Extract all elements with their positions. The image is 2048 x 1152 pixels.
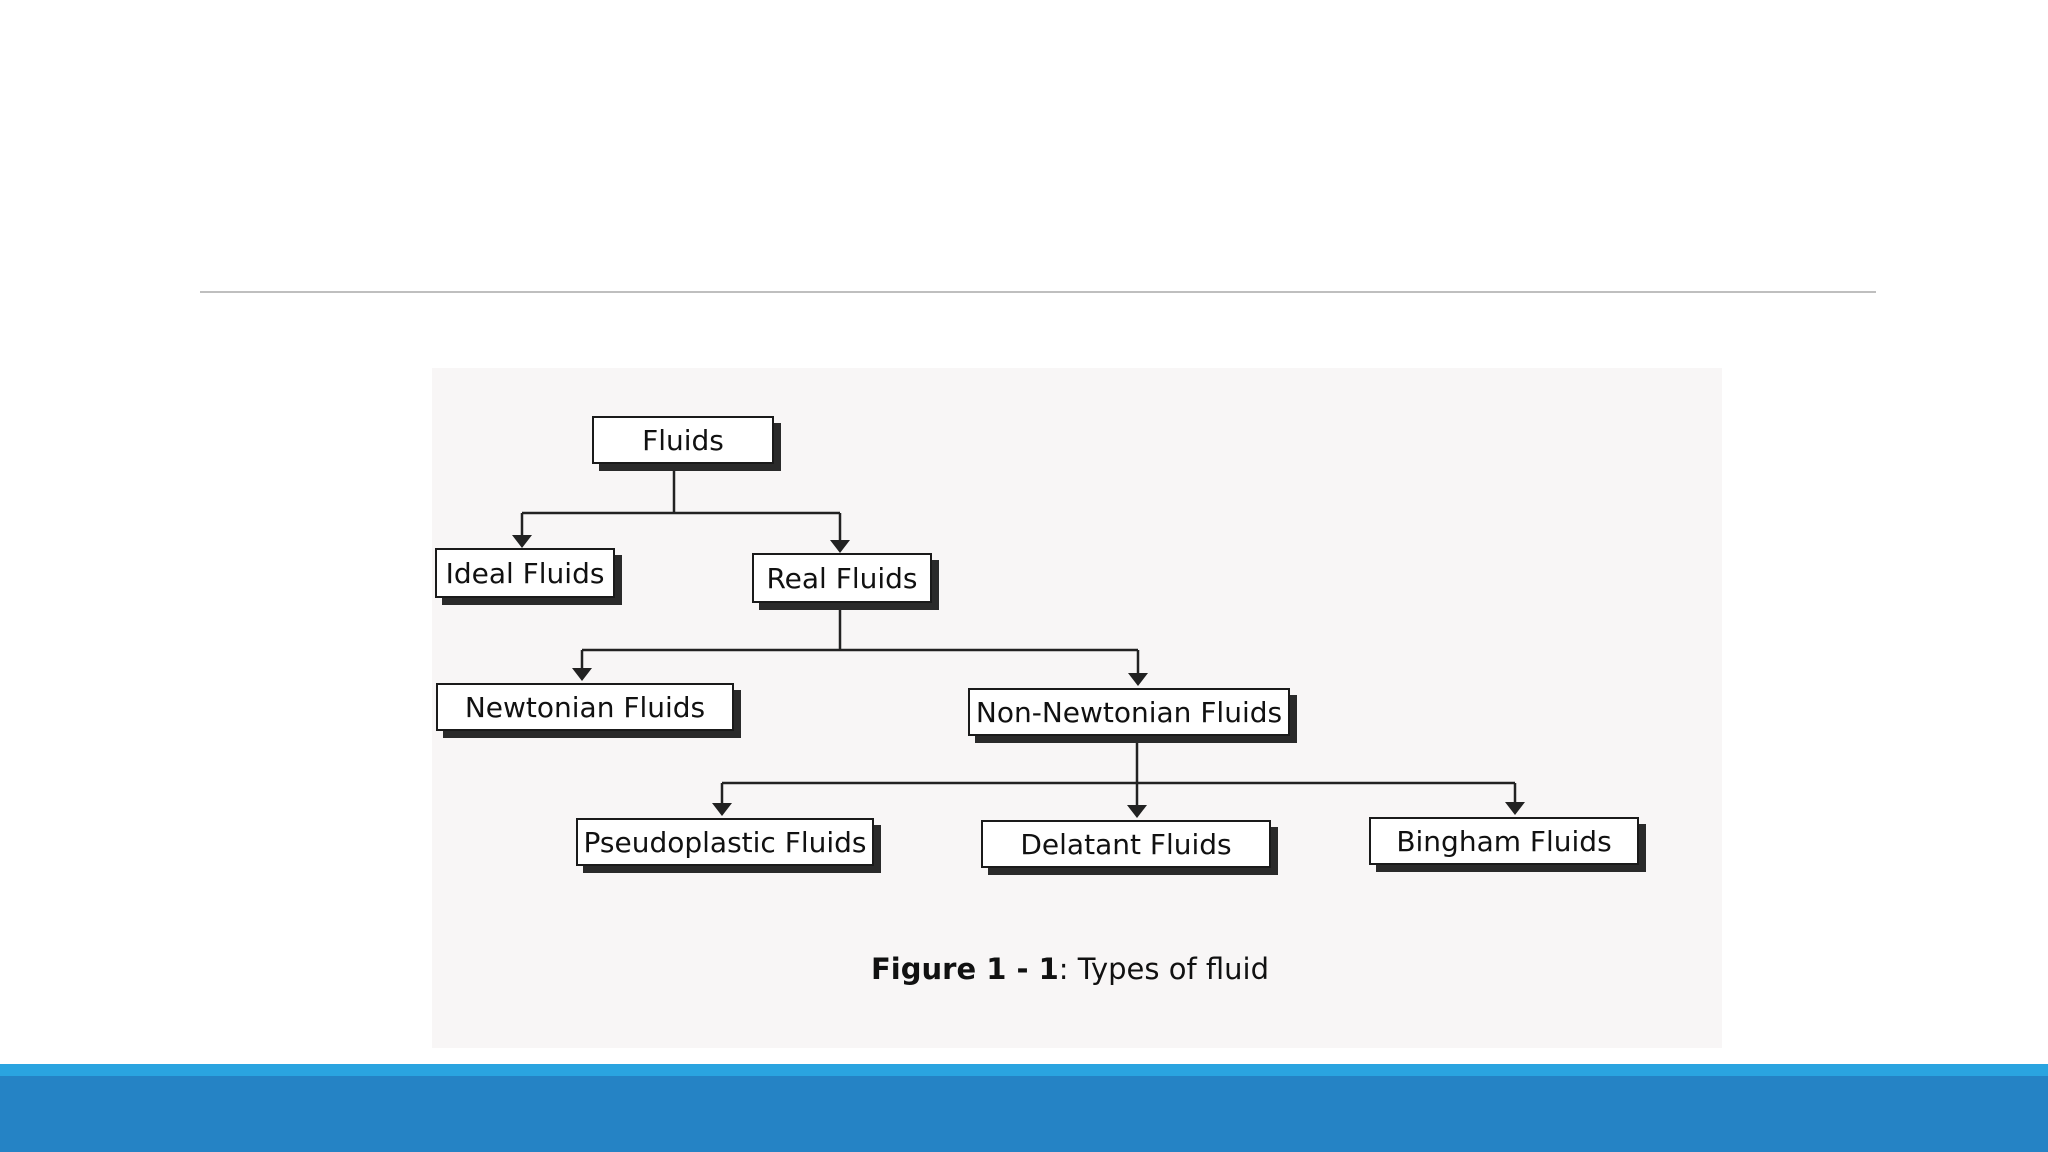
- figure-caption: Figure 1 - 1: Types of fluid: [0, 952, 2048, 986]
- footer-accent-highlight: [0, 1064, 2048, 1076]
- node-non-newtonian-fluids: Non-Newtonian Fluids: [968, 688, 1290, 736]
- node-newtonian-fluids: Newtonian Fluids: [436, 683, 734, 731]
- edge-fluids-branches: [520, 470, 842, 540]
- arrowhead-non-newtonian: [1128, 673, 1148, 686]
- node-fluids: Fluids: [592, 416, 774, 464]
- figure-caption-text: : Types of fluid: [1058, 952, 1270, 986]
- title-divider: [200, 291, 1876, 293]
- arrowhead-ideal: [512, 535, 532, 548]
- node-bingham-fluids: Bingham Fluids: [1369, 817, 1639, 865]
- arrowhead-newtonian: [572, 668, 592, 681]
- footer-accent-bar: [0, 1076, 2048, 1152]
- node-delatant-fluids: Delatant Fluids: [981, 820, 1271, 868]
- arrowhead-bingham: [1505, 802, 1525, 815]
- node-pseudoplastic-fluids: Pseudoplastic Fluids: [576, 818, 874, 866]
- edge-real-branches: [580, 605, 1140, 673]
- node-ideal-fluids: Ideal Fluids: [435, 548, 615, 598]
- figure-caption-label: Figure 1 - 1: [870, 952, 1059, 986]
- arrowhead-real: [830, 540, 850, 553]
- edge-nonnewtonian-branches: [720, 740, 1517, 805]
- arrowhead-delatant: [1127, 805, 1147, 818]
- node-real-fluids: Real Fluids: [752, 553, 932, 603]
- arrowhead-pseudoplastic: [712, 803, 732, 816]
